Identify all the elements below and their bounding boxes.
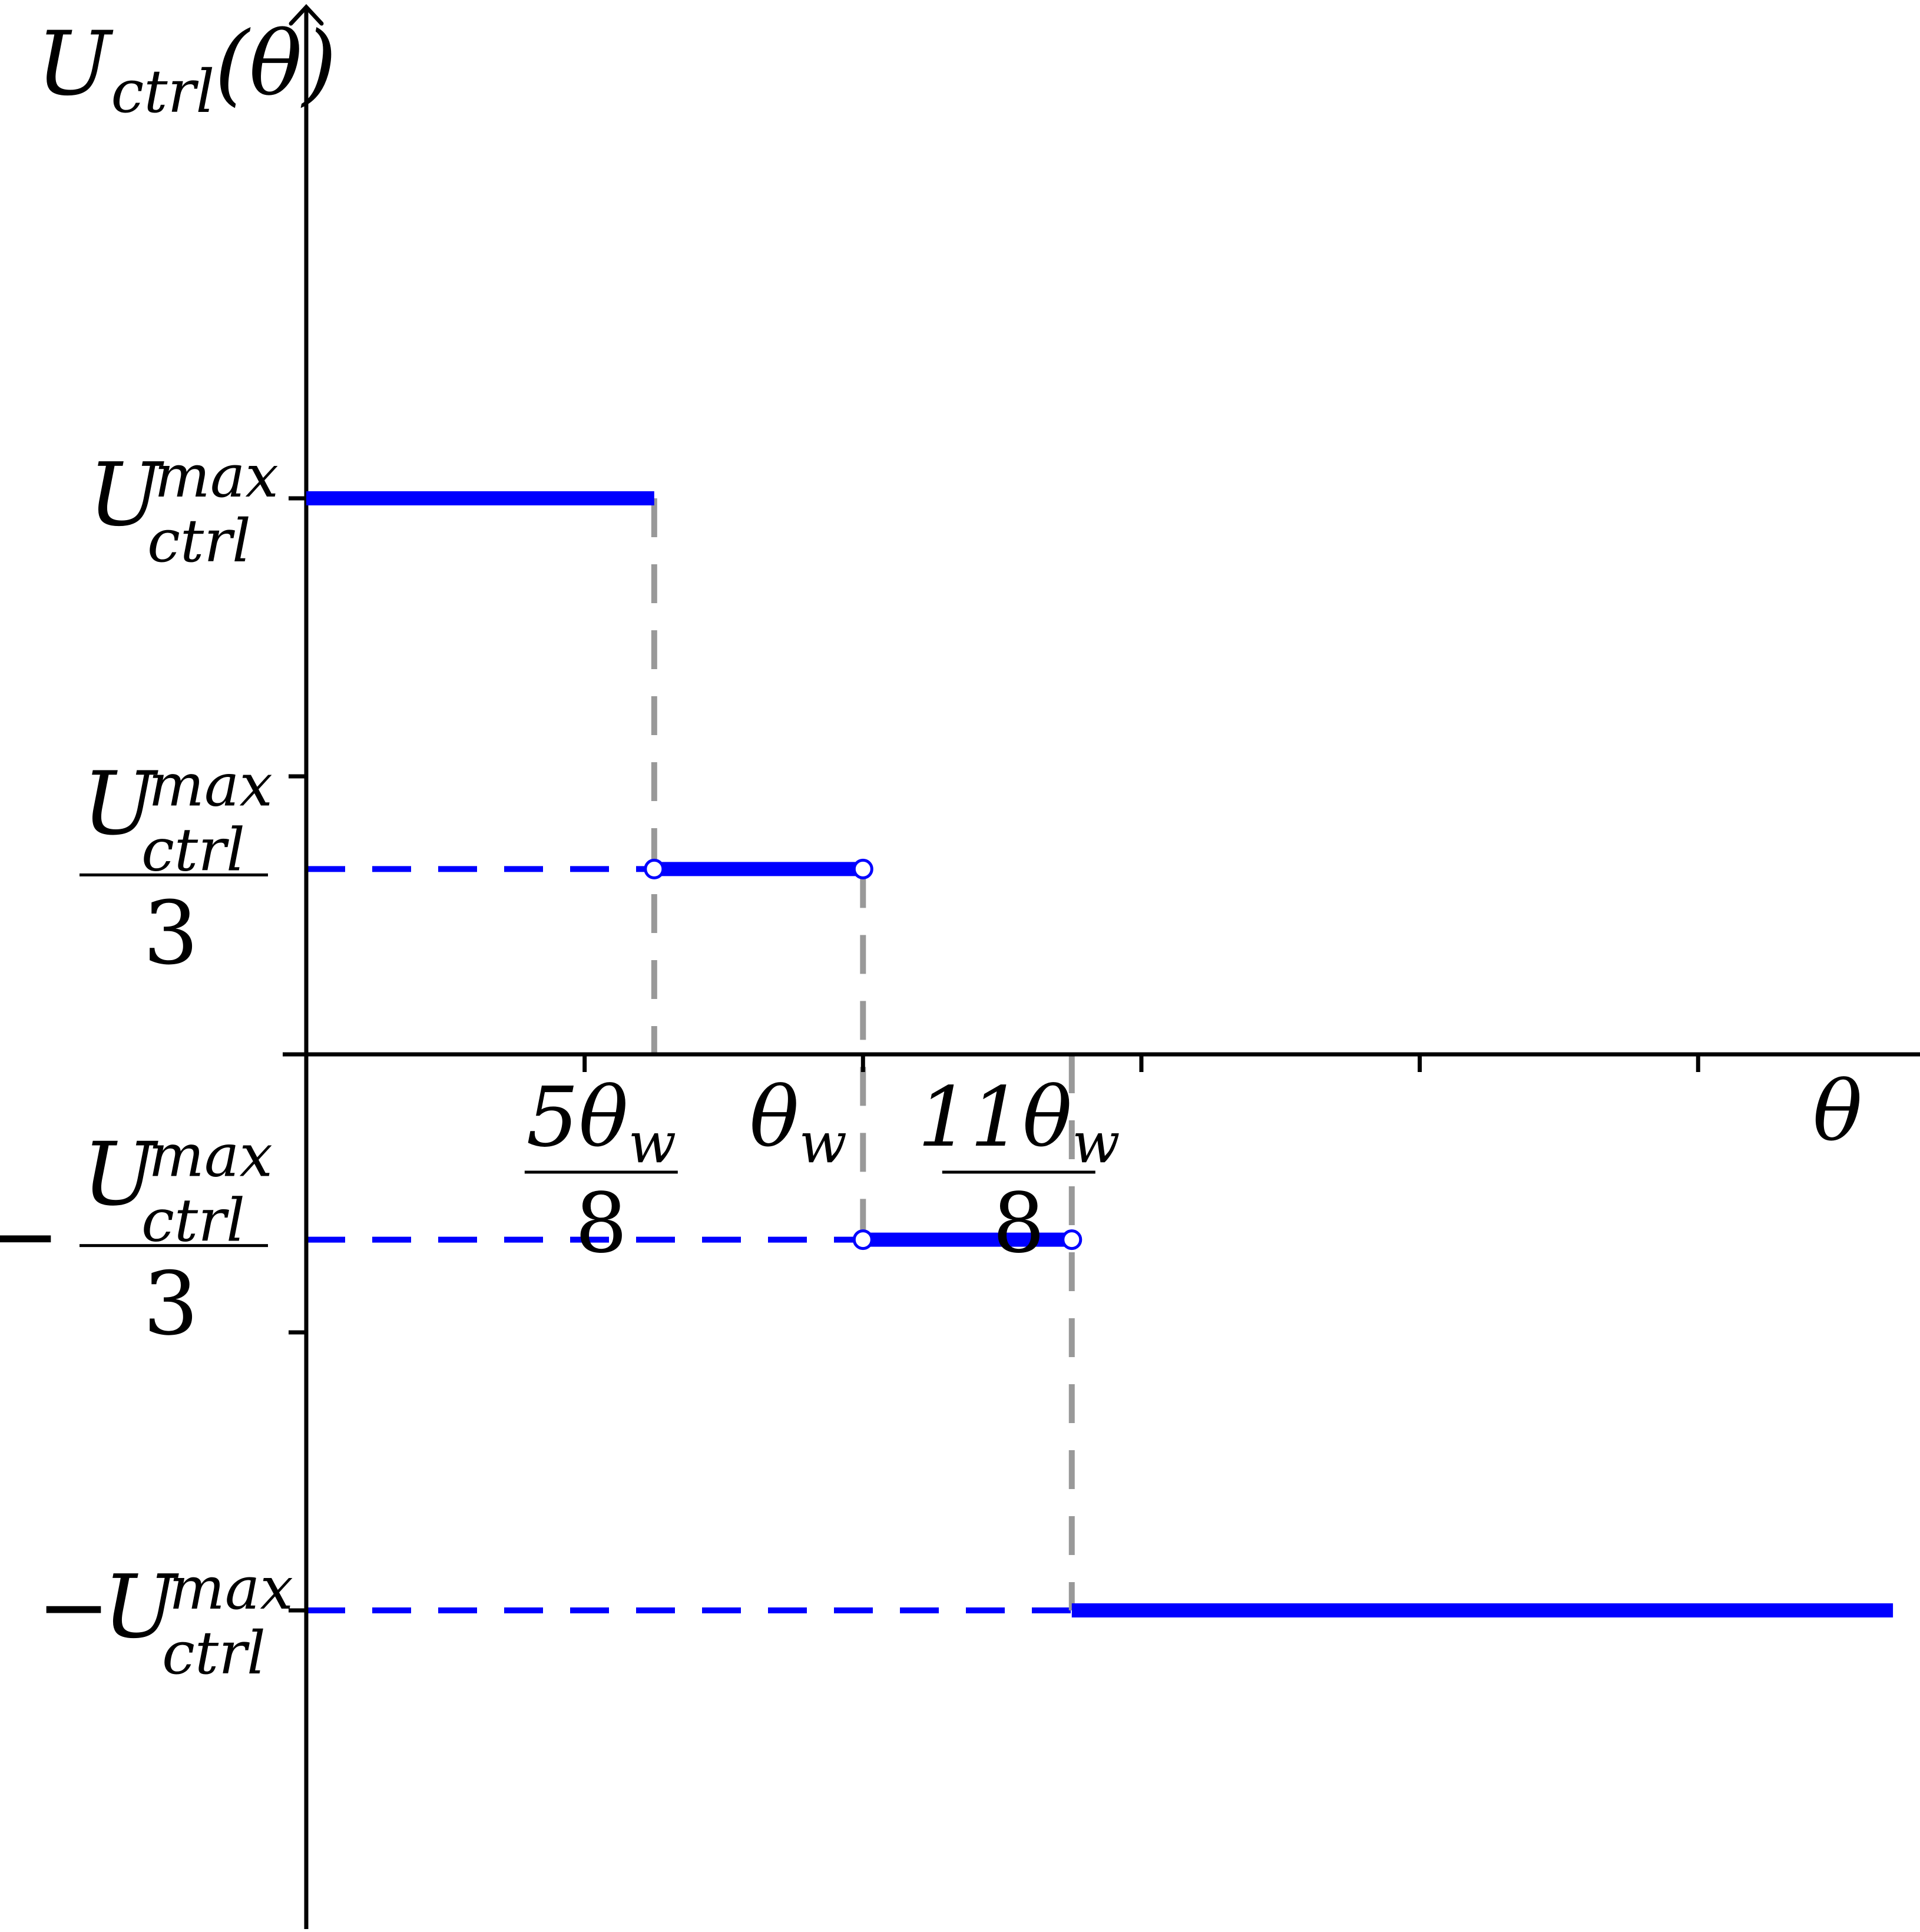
open-endpoint-marker — [852, 858, 873, 879]
fraction-denominator: 3 — [143, 882, 198, 984]
y-axis-label-rest: (θ) — [214, 13, 336, 115]
fraction-numerator-main: 11θ — [918, 1070, 1072, 1166]
fraction-denominator: 8 — [992, 1176, 1045, 1272]
fraction-denominator: 8 — [575, 1176, 627, 1272]
superscript-label: max — [148, 1122, 273, 1190]
subscript-label: ctrl — [141, 815, 245, 884]
fraction-numerator-sub: w — [628, 1111, 676, 1176]
fraction-numerator-main: 5θ — [526, 1070, 628, 1166]
u-symbol-label: U — [88, 444, 164, 545]
x-tick-label: θw — [749, 1070, 847, 1176]
y-axis-label-sub: ctrl — [111, 57, 214, 126]
x-tick-label-main: θ — [749, 1070, 799, 1166]
open-endpoint-marker — [644, 858, 665, 879]
x-axis-label: θ — [1813, 1064, 1862, 1160]
open-endpoint-marker — [1061, 1229, 1083, 1250]
fraction-numerator-sub: w — [1072, 1111, 1120, 1176]
subscript-label: ctrl — [141, 1186, 245, 1255]
series-segments — [306, 491, 1893, 1617]
minus-sign: − — [37, 1556, 110, 1658]
superscript-label: max — [148, 750, 273, 819]
fraction-numerator: 5θw — [526, 1070, 676, 1176]
guide-lines — [306, 498, 1075, 1613]
subscript-label: ctrl — [162, 1619, 266, 1688]
fraction-denominator: 3 — [143, 1253, 198, 1355]
subscript-label: ctrl — [147, 507, 251, 575]
labels: Uctrl(θ)θUmaxctrlUmaxctrl3Umaxctrl3−−Uma… — [0, 13, 1862, 1688]
y-axis-label-main: U — [37, 13, 114, 115]
superscript-label: max — [169, 1554, 293, 1623]
u-symbol-label: U — [82, 1124, 158, 1225]
open-endpoint-marker — [852, 1229, 873, 1250]
superscript-label: max — [154, 442, 279, 511]
x-tick-label-text: θw — [749, 1070, 847, 1176]
u-symbol-label: U — [82, 753, 158, 854]
y-axis-label: Uctrl(θ) — [37, 13, 337, 126]
x-tick-label-sub: w — [799, 1111, 847, 1176]
u-symbol-label: U — [103, 1556, 179, 1658]
minus-sign: − — [0, 1186, 60, 1287]
axes — [283, 4, 1920, 1929]
y-axis-arrow-icon — [289, 4, 324, 26]
fraction-numerator: 11θw — [918, 1070, 1120, 1176]
